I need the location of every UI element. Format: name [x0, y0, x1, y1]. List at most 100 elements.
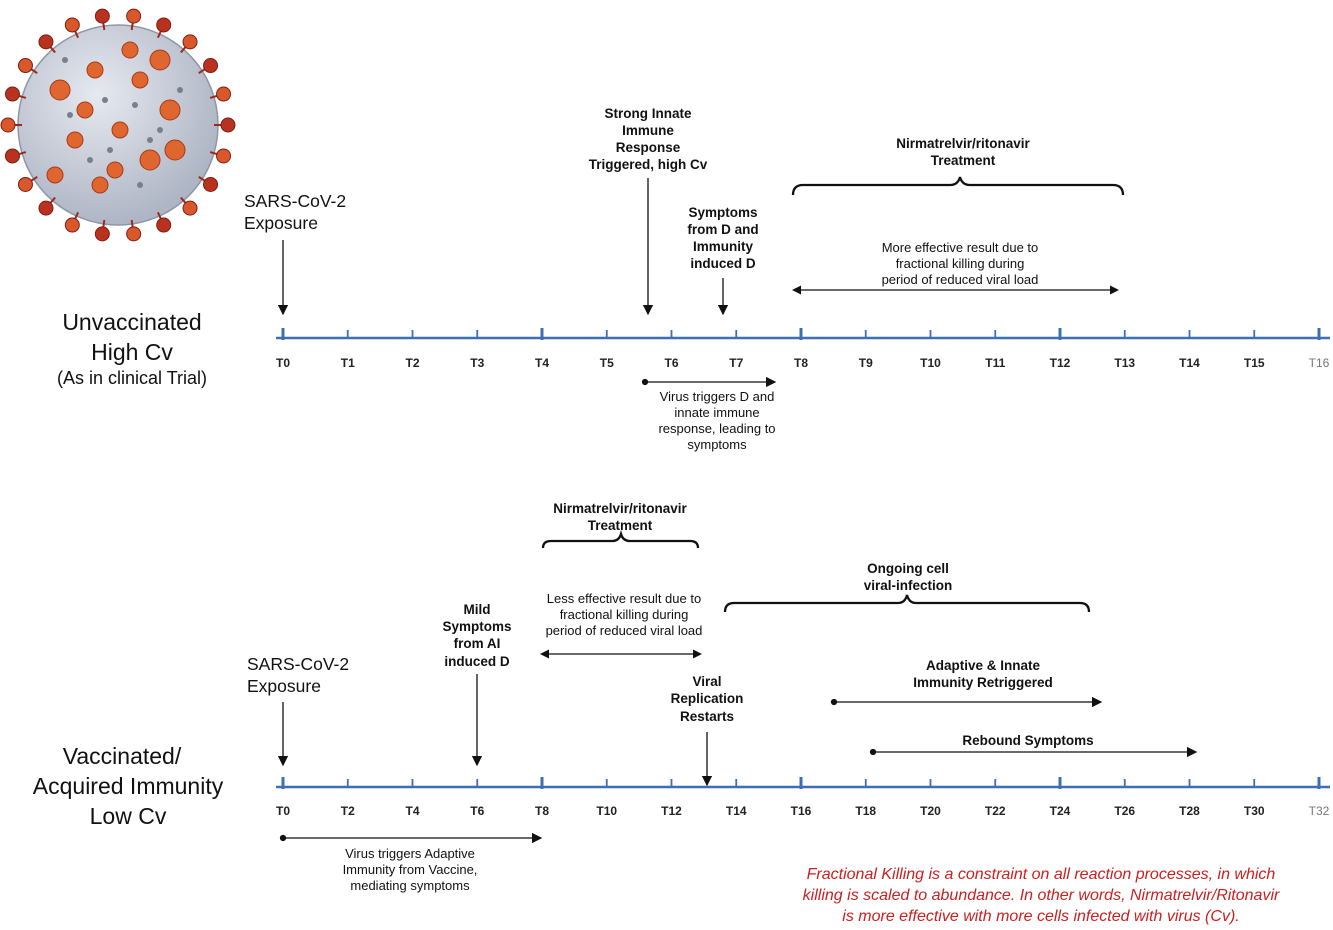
top-innate-1: Strong Innate — [605, 106, 692, 121]
bottom-tick-label: T28 — [1179, 804, 1200, 818]
top-tick-label: T13 — [1114, 356, 1135, 370]
bottom-row-label-3: Low Cv — [90, 803, 167, 829]
virus-dot — [157, 127, 163, 133]
top-row-label-2: High Cv — [91, 339, 173, 365]
bottom-ongoing-1: Ongoing cell — [867, 561, 949, 576]
virus-particle — [46, 166, 64, 184]
virus-spike — [203, 58, 219, 74]
virus-dot — [147, 137, 153, 143]
bottom-tick-label: T12 — [661, 804, 682, 818]
top-symptoms-2: from D and — [687, 222, 758, 237]
virus-particle — [149, 49, 171, 71]
virus-particle — [159, 99, 181, 121]
bottom-exposure-label-2: Exposure — [247, 676, 321, 696]
bottom-tick-label: T6 — [470, 804, 484, 818]
virus-spike — [0, 117, 16, 133]
virus-spike — [156, 17, 172, 33]
top-virus-triggers-4: symptoms — [687, 437, 747, 452]
virus-spike — [64, 17, 80, 33]
bottom-row-label-1: Vaccinated/ — [63, 743, 182, 769]
top-tick-label: T6 — [664, 356, 678, 370]
virus-particle — [111, 121, 129, 139]
virus-spike — [182, 200, 198, 216]
virus-spike — [4, 86, 20, 102]
bottom-viral-2: Replication — [671, 691, 744, 706]
bottom-row-label-2: Acquired Immunity — [33, 773, 224, 799]
virus-dot — [67, 112, 73, 118]
bottom-tick-label: T10 — [596, 804, 617, 818]
top-tick-label: T3 — [470, 356, 484, 370]
fractional-killing-note-3: is more effective with more cells infect… — [842, 908, 1239, 925]
virus-particle — [121, 41, 139, 59]
top-treatment-2: Treatment — [931, 153, 996, 168]
bottom-virus-triggers-1: Virus triggers Adaptive — [345, 846, 475, 861]
top-tick-label: T9 — [859, 356, 873, 370]
virus-dot — [87, 157, 93, 163]
bottom-tick-label: T4 — [405, 804, 419, 818]
bottom-tick-label: T0 — [276, 804, 290, 818]
top-treatment-brace — [791, 176, 1125, 196]
bottom-treatment-2: Treatment — [588, 518, 653, 533]
bottom-virus-triggers-3: mediating symptoms — [350, 878, 470, 893]
bottom-treatment-1: Nirmatrelvir/ritonavir — [553, 501, 687, 516]
virus-spike — [17, 58, 33, 74]
bottom-tick-label: T30 — [1244, 804, 1265, 818]
bottom-viral-3: Restarts — [680, 709, 734, 724]
top-innate-3: Response — [616, 140, 681, 155]
bottom-tick-label: T18 — [855, 804, 876, 818]
bottom-viral-1: Viral — [692, 674, 721, 689]
virus-spike — [38, 200, 54, 216]
top-tick-label: T10 — [920, 356, 941, 370]
bottom-effect-1: Less effective result due to — [547, 591, 701, 606]
virus-spike — [182, 34, 198, 50]
virus-spike — [126, 226, 142, 242]
top-virus-triggers-2: innate immune — [674, 405, 759, 420]
top-symptoms-1: Symptoms — [688, 205, 757, 220]
virus-dot — [132, 102, 138, 108]
top-tick-label: T0 — [276, 356, 290, 370]
fractional-killing-note-2: killing is scaled to abundance. In other… — [803, 887, 1280, 904]
virus-particle — [49, 79, 71, 101]
bottom-effect-3: period of reduced viral load — [546, 623, 703, 638]
bottom-tick-label: T8 — [535, 804, 549, 818]
top-effect-1: More effective result due to — [882, 240, 1039, 255]
top-effect-arrow-right — [1110, 285, 1119, 295]
virus-dot — [102, 97, 108, 103]
bottom-virus-triggers-2: Immunity from Vaccine, — [343, 862, 478, 877]
bottom-mild-4: induced D — [444, 654, 510, 669]
bottom-effect-2: fractional killing during — [560, 607, 689, 622]
top-exposure-label-1: SARS-CoV-2 — [244, 191, 346, 211]
top-effect-2: fractional killing during — [896, 256, 1025, 271]
bottom-tick-label: T2 — [341, 804, 355, 818]
bottom-ongoing-brace — [723, 594, 1091, 613]
virus-dot — [177, 87, 183, 93]
bottom-ongoing-2: viral-infection — [864, 578, 953, 593]
bottom-effect-arrow-left — [540, 649, 549, 659]
bottom-tick-label: T16 — [791, 804, 812, 818]
fractional-killing-note-1: Fractional Killing is a constraint on al… — [807, 866, 1276, 883]
virus-spike — [94, 226, 110, 242]
top-tick-label: T4 — [535, 356, 549, 370]
virus-spike — [216, 148, 232, 164]
virus-spike — [156, 217, 172, 233]
top-row-sublabel: (As in clinical Trial) — [57, 368, 207, 388]
top-tick-label: T11 — [985, 356, 1005, 370]
virus-spike — [216, 86, 232, 102]
top-effect-arrow-left — [792, 285, 801, 295]
bottom-tick-label: T32 — [1309, 804, 1330, 818]
virus-particle — [86, 61, 104, 79]
bottom-mild-3: from AI — [454, 636, 501, 651]
top-virus-triggers-3: response, leading to — [658, 421, 775, 436]
top-virus-triggers-1: Virus triggers D and — [660, 389, 775, 404]
top-symptoms-3: Immunity — [693, 239, 753, 254]
virus-spike — [203, 176, 219, 192]
virus-spike — [94, 8, 110, 24]
top-tick-label: T14 — [1179, 356, 1200, 370]
bottom-tick-label: T22 — [985, 804, 1006, 818]
virus-particle — [139, 149, 161, 171]
virus-particle — [164, 139, 186, 161]
virus-particle — [66, 131, 84, 149]
top-tick-label: T7 — [729, 356, 743, 370]
